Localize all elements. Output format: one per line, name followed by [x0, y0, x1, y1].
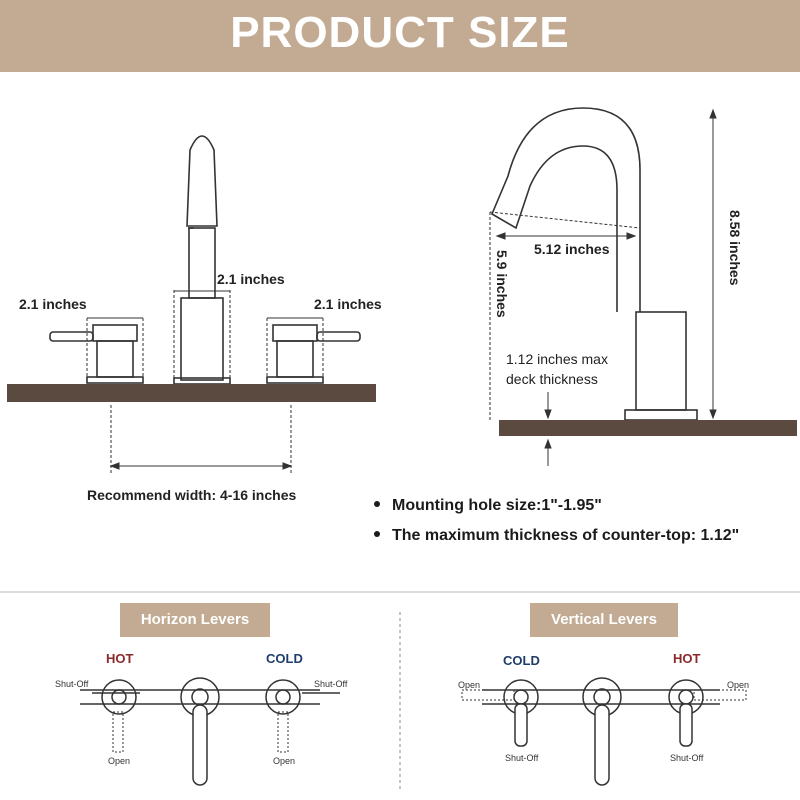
left-arrows	[87, 290, 323, 470]
left-dimension-lines	[86, 290, 324, 475]
handle-width-right-label: 2.1 inches	[314, 296, 382, 312]
gooseneck-spout	[490, 107, 641, 312]
spout-flange	[173, 377, 231, 385]
left-faucet-drawing	[49, 135, 361, 385]
right-deck	[499, 420, 797, 436]
horizon-levers-drawing	[80, 677, 340, 786]
recommend-width-label: Recommend width: 4-16 inches	[87, 487, 297, 503]
spout-base-width-label: 2.1 inches	[217, 271, 285, 287]
spout-neck	[188, 227, 216, 299]
bullet-icon	[374, 500, 380, 507]
horizon-cold-label: COLD	[266, 651, 303, 666]
vertical-shutoff-left-label: Shut-Off	[505, 753, 539, 763]
spec-mounting-hole: Mounting hole size:1"-1.95"	[374, 497, 602, 515]
horizon-levers-title: Horizon Levers	[120, 603, 270, 637]
left-deck	[7, 384, 376, 402]
deck-thickness-label-1: 1.12 inches max	[506, 351, 608, 367]
right-lever	[316, 331, 361, 342]
left-handle-cap	[92, 324, 138, 342]
vertical-open-left-label: Open	[458, 680, 481, 690]
right-dimension-lines	[489, 108, 717, 466]
spout-head	[186, 135, 218, 227]
spout-body	[635, 311, 687, 411]
spout-base-plate	[624, 409, 698, 421]
horizon-shutoff-left-label: Shut-Off	[55, 679, 89, 689]
spec-countertop-thickness: The maximum thickness of counter-top: 1.…	[374, 527, 739, 545]
right-handle-cap	[272, 324, 318, 342]
deck-thickness-label-2: deck thickness	[506, 371, 598, 387]
total-height-label: 8.58 inches	[727, 210, 743, 286]
horizon-shutoff-right-label: Shut-Off	[314, 679, 348, 689]
title-banner	[0, 0, 800, 72]
bullet-icon	[374, 530, 380, 537]
vertical-shutoff-right-label: Shut-Off	[670, 753, 704, 763]
vertical-open-right-label: Open	[727, 680, 750, 690]
horizon-hot-label: HOT	[106, 651, 134, 666]
vertical-levers-drawing	[461, 677, 747, 786]
vertical-levers-title: Vertical Levers	[530, 603, 678, 637]
handle-width-left-label: 2.1 inches	[19, 296, 87, 312]
spout-height-label: 5.9 inches	[494, 250, 510, 318]
page-title: PRODUCT SIZE	[230, 8, 570, 57]
left-lever	[49, 331, 94, 342]
horizon-open-left-label: Open	[108, 756, 131, 766]
vertical-cold-label: COLD	[503, 653, 540, 668]
horizon-open-right-label: Open	[273, 756, 296, 766]
reach-label: 5.12 inches	[534, 241, 610, 257]
spout-base	[180, 297, 224, 381]
vertical-hot-label: HOT	[673, 651, 701, 666]
